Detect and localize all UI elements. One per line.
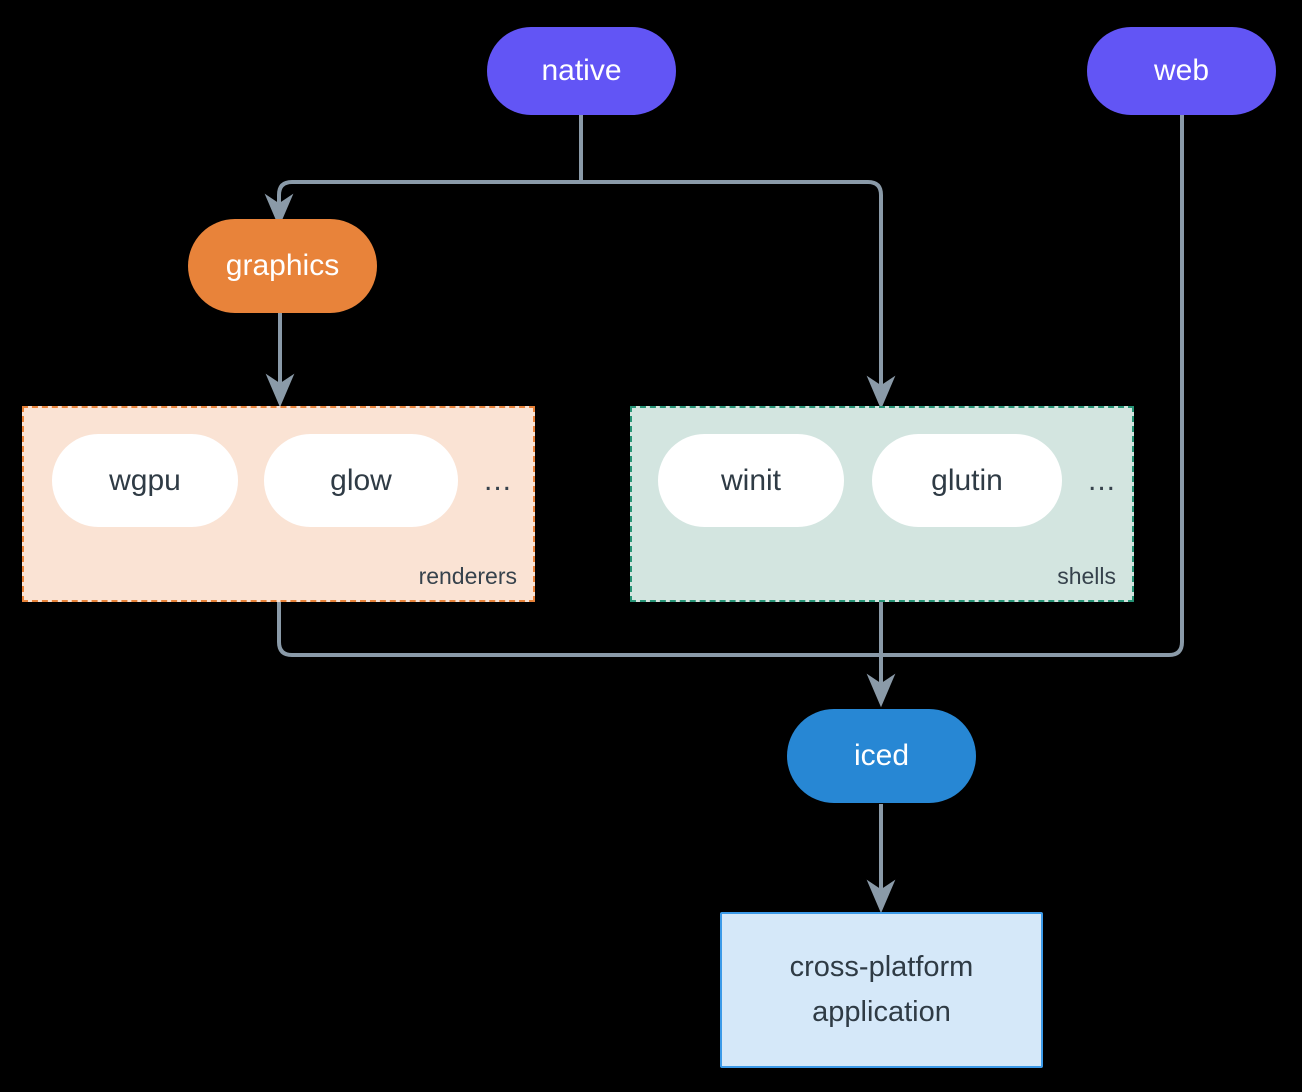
shells-overflow-ellipsis: ... bbox=[1088, 464, 1117, 497]
node-native[interactable]: native bbox=[487, 27, 676, 115]
leaf-winit[interactable]: winit bbox=[658, 434, 844, 527]
renderers-overflow-ellipsis: ... bbox=[484, 464, 513, 497]
node-application-label-line1: cross-platform bbox=[789, 951, 974, 984]
node-application[interactable]: cross-platform application bbox=[720, 912, 1043, 1068]
node-graphics-label: graphics bbox=[225, 249, 340, 282]
node-application-label-line2: application bbox=[812, 996, 951, 1028]
node-graphics[interactable]: graphics bbox=[188, 219, 377, 313]
node-web[interactable]: web bbox=[1087, 27, 1276, 115]
group-shells: winit glutin ... shells bbox=[630, 406, 1134, 602]
edge-native-to-graphics bbox=[264, 180, 581, 228]
leaf-wgpu-label: wgpu bbox=[109, 463, 181, 497]
node-iced-label: iced bbox=[853, 739, 910, 772]
group-shells-label: shells bbox=[1057, 563, 1116, 589]
group-renderers-label: renderers bbox=[418, 563, 517, 589]
leaf-winit-label: winit bbox=[720, 463, 781, 497]
group-renderers: wgpu glow ... renderers bbox=[22, 406, 535, 602]
node-web-label: web bbox=[1153, 54, 1210, 87]
node-native-label: native bbox=[541, 54, 622, 87]
leaf-glow[interactable]: glow bbox=[264, 434, 458, 527]
edge-native-to-shells bbox=[581, 180, 896, 410]
leaf-wgpu[interactable]: wgpu bbox=[52, 434, 238, 527]
leaf-glutin-label: glutin bbox=[931, 463, 1003, 497]
leaf-glutin[interactable]: glutin bbox=[872, 434, 1062, 527]
edge-renderers-to-iced bbox=[277, 601, 881, 657]
leaf-glow-label: glow bbox=[330, 463, 392, 497]
node-iced[interactable]: iced bbox=[787, 709, 976, 803]
